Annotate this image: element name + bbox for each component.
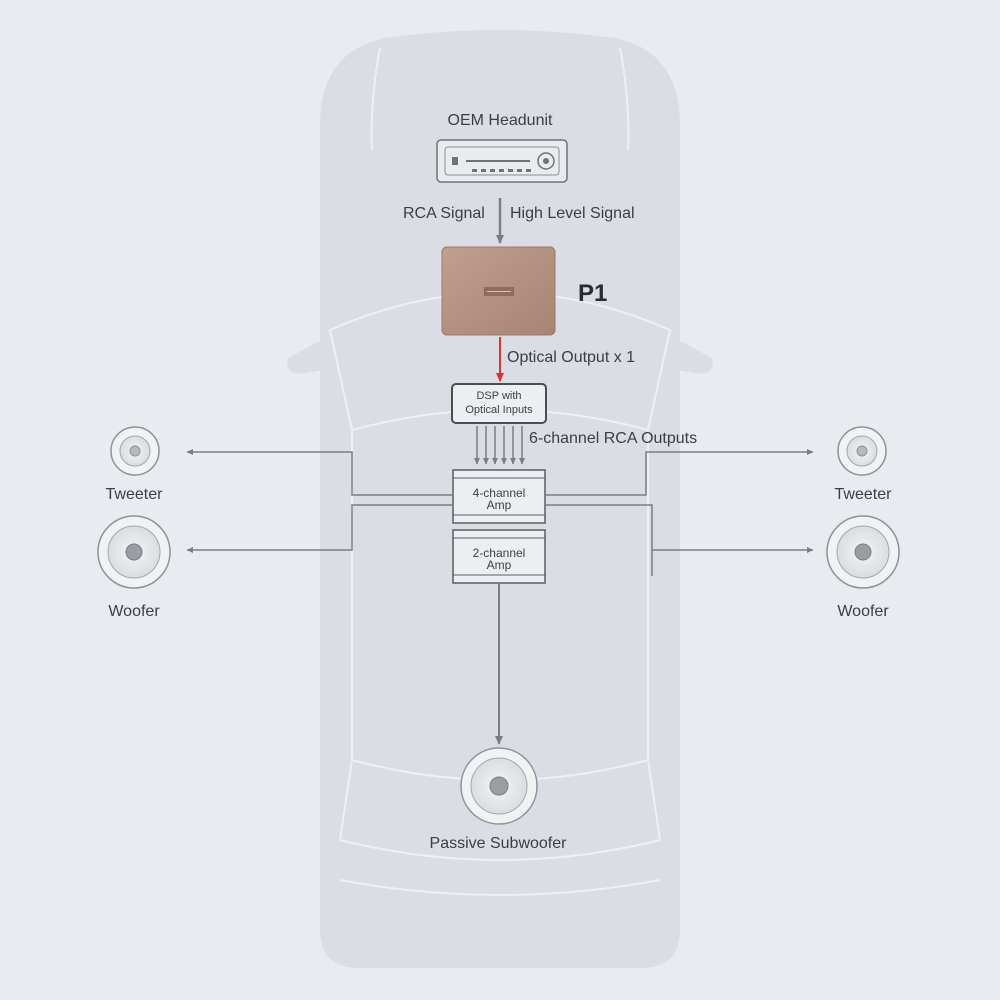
amp-2ch-line2: Amp (486, 558, 512, 572)
amp-4ch-label: 4-channel Amp (453, 487, 545, 511)
right-mirror (678, 340, 713, 374)
amp-4ch-line1: 4-channel (472, 486, 526, 500)
headunit-device (436, 139, 568, 183)
rca-outputs-label: 6-channel RCA Outputs (529, 430, 698, 447)
headunit-label: OEM Headunit (447, 112, 553, 129)
rca-signal-label: RCA Signal (403, 205, 485, 222)
amp-4ch-line2: Amp (486, 498, 512, 512)
dsp-box (451, 383, 547, 424)
p1-device (441, 246, 556, 336)
amp-4ch-box (452, 469, 546, 524)
windshield (328, 291, 672, 432)
wiring-right (545, 449, 814, 576)
hood-lines (370, 47, 630, 151)
right-woofer (826, 515, 900, 589)
high-level-signal-label: High Level Signal (510, 205, 635, 222)
dsp-label-line1: DSP with (476, 390, 522, 402)
left-woofer-label: Woofer (108, 603, 160, 620)
dsp-label: DSP with Optical Inputs (452, 389, 546, 417)
amp-2ch-label: 2-channel Amp (453, 547, 545, 571)
left-mirror (287, 340, 322, 374)
rear-lines (339, 879, 661, 896)
left-woofer (97, 515, 171, 589)
wiring-left (186, 449, 453, 553)
p1-label: P1 (578, 280, 608, 307)
dsp-label-line2: Optical Inputs (465, 404, 533, 416)
left-tweeter (110, 426, 160, 476)
rca-output-arrows (474, 426, 525, 465)
optical-output-label: Optical Output x 1 (507, 349, 636, 366)
rear-window (338, 758, 662, 861)
amp-2ch-box (452, 529, 546, 584)
subwoofer-label: Passive Subwoofer (429, 835, 567, 852)
right-tweeter-label: Tweeter (834, 486, 892, 503)
amp-2ch-line1: 2-channel (472, 546, 526, 560)
subwoofer (460, 747, 538, 825)
left-tweeter-label: Tweeter (105, 486, 163, 503)
right-woofer-label: Woofer (837, 603, 889, 620)
right-tweeter (837, 426, 887, 476)
